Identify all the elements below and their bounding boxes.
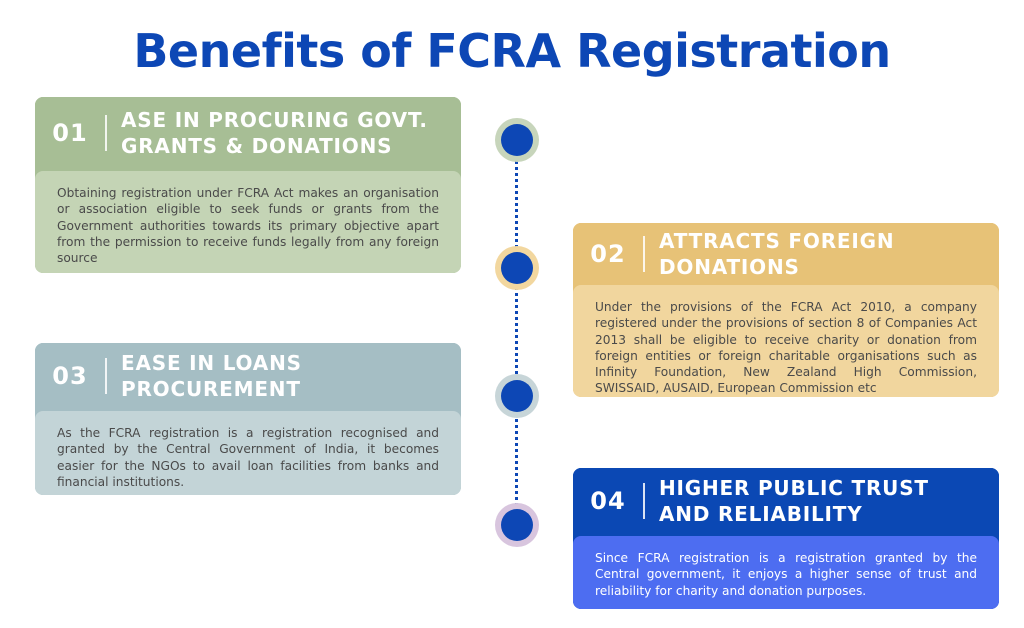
benefit-title-line: HIGHER PUBLIC TRUST	[659, 476, 929, 500]
benefit-number: 01	[52, 119, 88, 147]
benefit-title-line: GRANTS & DONATIONS	[121, 134, 393, 158]
timeline-node-1	[495, 118, 539, 162]
benefit-title: ATTRACTS FOREIGN DONATIONS	[645, 228, 894, 280]
benefit-title: HIGHER PUBLIC TRUST AND RELIABILITY	[645, 475, 929, 527]
benefit-description: Since FCRA registration is a registratio…	[573, 536, 999, 609]
header-divider	[105, 358, 107, 394]
benefit-title-line: DONATIONS	[659, 255, 800, 279]
benefit-number: 04	[590, 487, 626, 515]
header-divider	[105, 115, 107, 151]
benefit-card-2: 02 ATTRACTS FOREIGN DONATIONS Under the …	[573, 223, 999, 397]
benefit-description: As the FCRA registration is a registrati…	[35, 411, 461, 495]
timeline-node-2	[495, 246, 539, 290]
header-divider	[643, 483, 645, 519]
benefit-title-line: PROCUREMENT	[121, 377, 301, 401]
benefit-title: EASE IN LOANS PROCUREMENT	[107, 350, 302, 402]
benefit-number: 03	[52, 362, 88, 390]
benefit-title-line: ASE IN PROCURING GOVT.	[121, 108, 428, 132]
header-divider	[643, 236, 645, 272]
timeline-node-3	[495, 374, 539, 418]
benefit-description: Obtaining registration under FCRA Act ma…	[35, 171, 461, 273]
benefit-title: ASE IN PROCURING GOVT. GRANTS & DONATION…	[107, 107, 428, 159]
benefit-description: Under the provisions of the FCRA Act 201…	[573, 285, 999, 397]
benefit-card-3: 03 EASE IN LOANS PROCUREMENT As the FCRA…	[35, 343, 461, 495]
timeline-dotted-line	[515, 160, 518, 520]
benefit-title-line: ATTRACTS FOREIGN	[659, 229, 895, 253]
benefit-card-header: 01 ASE IN PROCURING GOVT. GRANTS & DONAT…	[35, 97, 461, 169]
benefit-card-header: 02 ATTRACTS FOREIGN DONATIONS	[573, 223, 999, 285]
benefit-card-4: 04 HIGHER PUBLIC TRUST AND RELIABILITY S…	[573, 468, 999, 609]
benefit-title-line: AND RELIABILITY	[659, 502, 863, 526]
benefit-card-header: 03 EASE IN LOANS PROCUREMENT	[35, 343, 461, 409]
timeline-node-4	[495, 503, 539, 547]
benefit-title-line: EASE IN LOANS	[121, 351, 302, 375]
benefit-card-1: 01 ASE IN PROCURING GOVT. GRANTS & DONAT…	[35, 97, 461, 273]
page-title: Benefits of FCRA Registration	[133, 24, 891, 78]
benefit-number: 02	[590, 240, 626, 268]
benefit-card-header: 04 HIGHER PUBLIC TRUST AND RELIABILITY	[573, 468, 999, 534]
